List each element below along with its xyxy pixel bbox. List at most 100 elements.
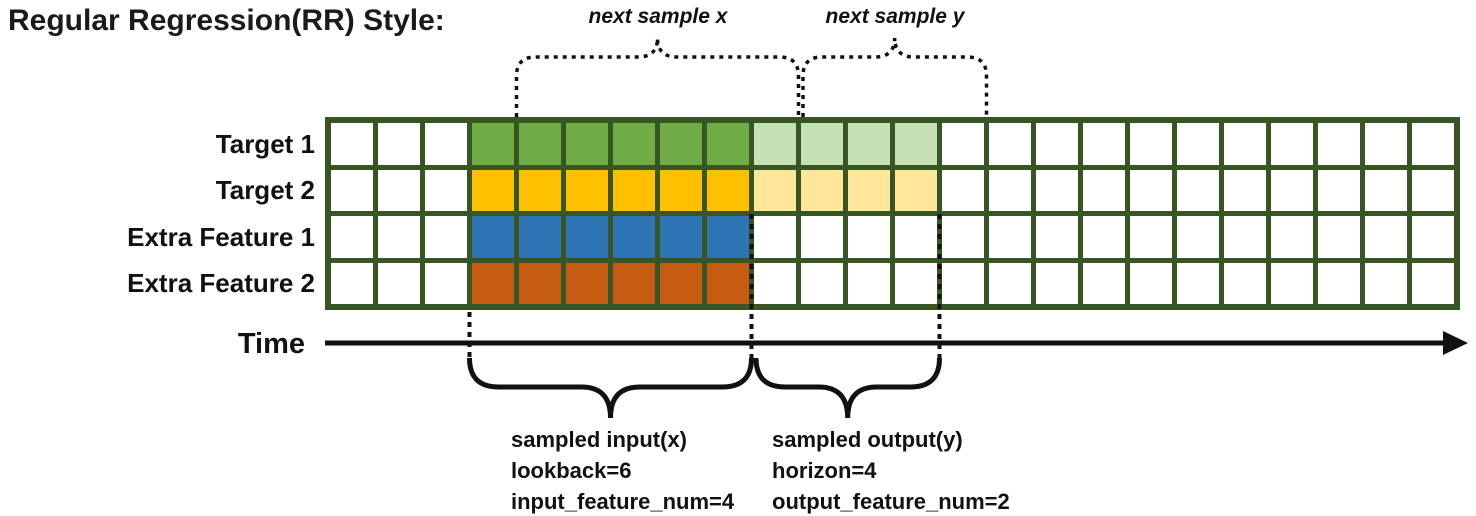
sampled-output-brace [753, 357, 942, 419]
grid-cell [754, 123, 796, 165]
grid-cell [942, 262, 984, 304]
grid-cell [660, 216, 702, 258]
grid-cell [1224, 216, 1266, 258]
grid-cell [1271, 123, 1313, 165]
grid-cell [519, 169, 561, 211]
grid-cell [754, 262, 796, 304]
grid-cell [425, 123, 467, 165]
grid-cell [1130, 216, 1172, 258]
input-annotation-line-1: sampled input(x) [511, 427, 688, 452]
output-annotation-line-2: horizon=4 [772, 458, 877, 483]
grid-cell [519, 262, 561, 304]
grid-cell [566, 169, 608, 211]
grid-cell [989, 169, 1031, 211]
grid-cell [848, 169, 890, 211]
input-annotation-line-2: lookback=6 [511, 458, 632, 483]
grid-cell [1083, 262, 1125, 304]
grid-cell [754, 216, 796, 258]
grid-cell [1036, 123, 1078, 165]
grid-cell [1177, 216, 1219, 258]
input-annotation: sampled input(x) lookback=6 input_featur… [511, 424, 734, 516]
grid-cell [613, 169, 655, 211]
grid-cell [1271, 216, 1313, 258]
grid-cell [801, 262, 843, 304]
timeseries-grid [325, 117, 1460, 310]
grid-cell [989, 262, 1031, 304]
grid-cell [989, 216, 1031, 258]
grid-cell [425, 262, 467, 304]
grid-cell [1412, 216, 1454, 258]
grid-cell [1177, 123, 1219, 165]
grid-cell [801, 216, 843, 258]
grid-cell [1365, 169, 1407, 211]
time-axis-label: Time [237, 328, 305, 360]
grid-cell [942, 169, 984, 211]
grid-cell [378, 262, 420, 304]
row-label-extra-feature-2: Extra Feature 2 [127, 268, 315, 298]
grid-cell [1083, 123, 1125, 165]
time-axis-arrowhead [1443, 331, 1468, 355]
grid-cell [1271, 169, 1313, 211]
grid-cell [1083, 169, 1125, 211]
grid-cell [1130, 123, 1172, 165]
grid-cell [1271, 262, 1313, 304]
grid-cell [1318, 123, 1360, 165]
grid-cell [848, 216, 890, 258]
page-title: Regular Regression(RR) Style: [8, 4, 445, 37]
grid-cell [331, 216, 373, 258]
grid-cell [1365, 123, 1407, 165]
next-sample-y-label: next sample y [825, 5, 965, 28]
output-annotation-line-3: output_feature_num=2 [772, 489, 1010, 514]
input-annotation-line-3: input_feature_num=4 [511, 489, 735, 514]
grid-cell [848, 123, 890, 165]
grid-cell [472, 262, 514, 304]
grid-cell [519, 123, 561, 165]
grid-cell [754, 169, 796, 211]
row-label-target-2: Target 2 [215, 175, 315, 205]
next-sample-y-brace [801, 37, 989, 117]
grid-cell [895, 262, 937, 304]
grid-cell [707, 262, 749, 304]
grid-cell [472, 169, 514, 211]
grid-cell [331, 169, 373, 211]
grid-cell [378, 216, 420, 258]
grid-cell [1318, 216, 1360, 258]
grid-cell [848, 262, 890, 304]
grid-cell [331, 262, 373, 304]
grid-cell [1036, 262, 1078, 304]
grid-cell [613, 262, 655, 304]
sampled-input-brace [467, 357, 754, 419]
row-label-extra-feature-1: Extra Feature 1 [127, 222, 315, 252]
grid-cell [660, 262, 702, 304]
grid-cell [989, 123, 1031, 165]
grid-cell [613, 123, 655, 165]
grid-cell [425, 216, 467, 258]
grid-cell [1412, 169, 1454, 211]
grid-cell [1177, 169, 1219, 211]
grid-cell [425, 169, 467, 211]
grid-cell [1318, 169, 1360, 211]
grid-cell [331, 123, 373, 165]
grid-cell [566, 123, 608, 165]
grid-cell [895, 169, 937, 211]
grid-cell [707, 123, 749, 165]
grid-cell [707, 216, 749, 258]
grid-cell [801, 123, 843, 165]
grid-cell [942, 216, 984, 258]
grid-cell [1412, 262, 1454, 304]
grid-cell [1036, 169, 1078, 211]
grid-cell [1224, 169, 1266, 211]
grid-cell [378, 123, 420, 165]
grid-cell [1224, 262, 1266, 304]
grid-cell [613, 216, 655, 258]
grid-cell [895, 123, 937, 165]
grid-cell [472, 123, 514, 165]
next-sample-x-brace [514, 37, 801, 117]
grid-cell [1083, 216, 1125, 258]
grid-cell [566, 216, 608, 258]
grid-cell [895, 216, 937, 258]
grid-cell [566, 262, 608, 304]
grid-cell [378, 169, 420, 211]
grid-cell [707, 169, 749, 211]
